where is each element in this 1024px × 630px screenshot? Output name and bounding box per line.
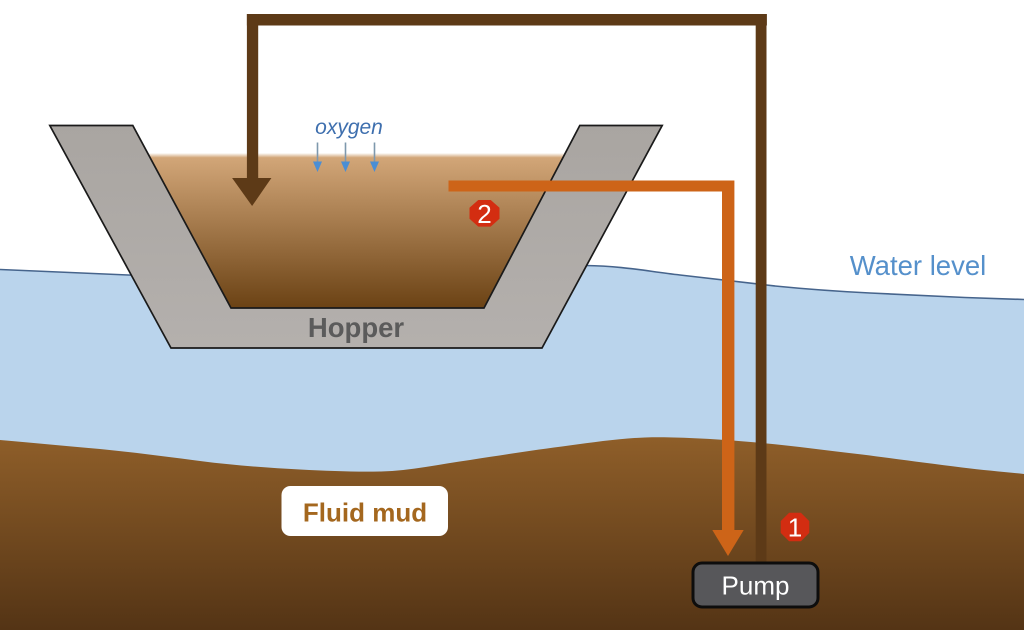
svg-text:Pump: Pump [722,571,790,601]
svg-text:2: 2 [477,199,491,229]
svg-text:1: 1 [788,513,802,543]
svg-text:Fluid mud: Fluid mud [303,498,427,528]
svg-text:Water level: Water level [850,250,987,281]
svg-text:oxygen: oxygen [315,116,383,139]
svg-text:Hopper: Hopper [308,312,405,343]
